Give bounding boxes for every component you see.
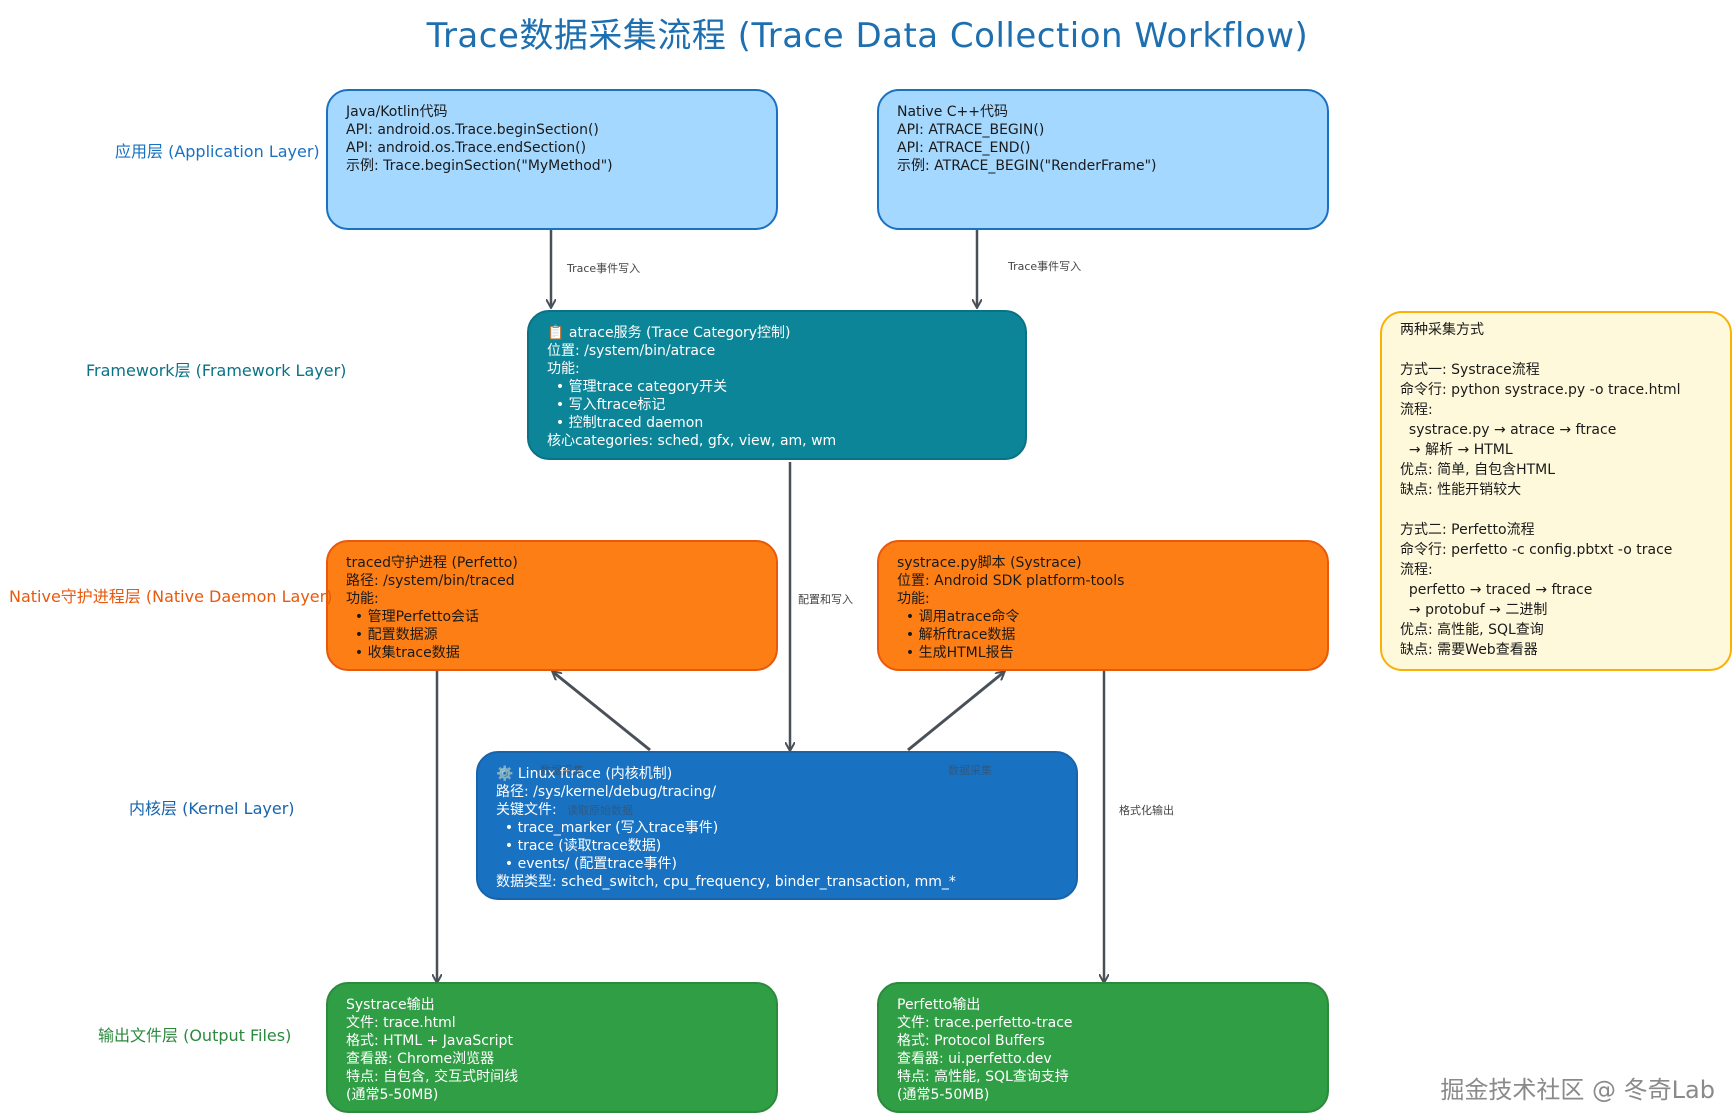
watermark: 掘金技术社区 @ 冬奇Lab [1440,1076,1715,1104]
atrace-service-box: 📋 atrace服务 (Trace Category控制) 位置: /system… [527,310,1027,460]
edge-label-read-raw: 读取原始数据 [567,804,633,817]
box-line: • trace_marker (写入trace事件) [496,820,719,836]
box-line: • events/ (配置trace事件) [496,856,678,872]
systrace-script-box: systrace.py脚本 (Systrace) 位置: Android SDK … [877,540,1329,671]
box-line: 核心categories: sched, gfx, view, am, wm [547,433,837,449]
box-line: 流程: [1400,562,1433,578]
box-line: • 生成HTML报告 [897,645,1014,661]
box-line: 优点: 高性能, SQL查询 [1400,622,1544,638]
box-line: 位置: /system/bin/atrace [547,343,716,359]
box-line: (通常5-50MB) [897,1087,990,1103]
edge-label-data-collect-right: 数据采集 [948,764,992,777]
box-line: 命令行: python systrace.py -o trace.html [1400,382,1681,398]
box-line: → protobuf → 二进制 [1400,602,1548,618]
box-line: API: ATRACE_BEGIN() [897,122,1045,138]
box-line: 📋 atrace服务 (Trace Category控制) [547,325,791,341]
box-line: 文件: trace.html [346,1015,456,1031]
box-line: Native C++代码 [897,104,1009,120]
box-line: 功能: [346,591,379,607]
box-line: Perfetto输出 [897,997,981,1013]
layer-label-kernel: 内核层 (Kernel Layer) [129,799,295,818]
box-line: 方式一: Systrace流程 [1400,362,1540,378]
perfetto-output-box: Perfetto输出文件: trace.perfetto-trace 格式: Pr… [877,982,1329,1113]
box-line: 查看器: ui.perfetto.dev [897,1051,1052,1067]
box-line: 优点: 简单, 自包含HTML [1400,462,1556,478]
native-cpp-box: Native C++代码 API: ATRACE_BEGIN() API: ATRA… [877,89,1329,230]
layer-label-native: Native守护进程层 (Native Daemon Layer) [9,587,333,606]
box-line: 功能: [897,591,930,607]
box-line: 流程: [1400,402,1433,418]
box-line: 格式: HTML + JavaScript [346,1033,513,1049]
box-line: • 调用atrace命令 [897,609,1020,625]
box-line: perfetto → traced → ftrace [1400,582,1593,598]
box-line: 路径: /system/bin/traced [346,573,515,589]
box-line: 功能: [547,361,580,377]
box-line: 示例: ATRACE_BEGIN("RenderFrame") [897,158,1157,174]
box-line: 格式: Protocol Buffers [897,1033,1045,1049]
box-line [1400,500,1712,520]
box-line: API: ATRACE_END() [897,140,1031,156]
box-line: API: android.os.Trace.endSection() [346,140,587,156]
box-line: • 管理Perfetto会话 [346,609,480,625]
edge-label-data-collect-left: 数据采集 [540,764,584,777]
box-line: ⚙️ Linux ftrace (内核机制) [496,766,673,782]
box-line: traced守护进程 (Perfetto) [346,555,518,571]
box-line: • 写入ftrace标记 [547,397,666,413]
linux-ftrace-box: ⚙️ Linux ftrace (内核机制) 路径: /sys/kernel/de… [476,751,1078,900]
collection-methods-note: 两种采集方式 方式一: Systrace流程命令行: python systra… [1380,311,1732,671]
box-line: • 配置数据源 [346,627,438,643]
box-line: Java/Kotlin代码 [346,104,448,120]
box-line: 位置: Android SDK platform-tools [897,573,1125,589]
box-line: 路径: /sys/kernel/debug/tracing/ [496,784,717,800]
box-line: 文件: trace.perfetto-trace [897,1015,1073,1031]
box-line: • 控制traced daemon [547,415,704,431]
box-line: API: android.os.Trace.beginSection() [346,122,599,138]
box-line: systrace.py脚本 (Systrace) [897,555,1082,571]
edge-label-config-write: 配置和写入 [798,593,853,606]
box-line: (通常5-50MB) [346,1087,439,1103]
layer-label-output: 输出文件层 (Output Files) [98,1026,292,1045]
box-line: 命令行: perfetto -c config.pbtxt -o trace [1400,542,1673,558]
traced-daemon-box: traced守护进程 (Perfetto) 路径: /system/bin/tra… [326,540,778,671]
arrow-ftrace-to-systrace [907,672,1004,752]
box-line: • trace (读取trace数据) [496,838,662,854]
layer-label-application: 应用层 (Application Layer) [115,142,320,161]
box-line [1400,340,1712,360]
box-line: 特点: 自包含, 交互式时间线 [346,1069,519,1085]
diagram-title: Trace数据采集流程 (Trace Data Collection Workf… [426,16,1309,56]
edge-label-trace-write-left: Trace事件写入 [567,262,641,275]
box-line: systrace.py → atrace → ftrace [1400,422,1617,438]
box-line: • 收集trace数据 [346,645,460,661]
edge-label-trace-write-right: Trace事件写入 [1008,260,1082,273]
box-line: 缺点: 需要Web查看器 [1400,642,1538,658]
box-line: 方式二: Perfetto流程 [1400,522,1535,538]
box-line: 示例: Trace.beginSection("MyMethod") [346,158,613,174]
box-line: → 解析 → HTML [1400,442,1513,458]
box-line: 两种采集方式 [1400,322,1484,338]
box-line: 关键文件: [496,802,557,818]
arrow-ftrace-to-traced [553,672,651,752]
box-line: • 管理trace category开关 [547,379,728,395]
box-line: 查看器: Chrome浏览器 [346,1051,495,1067]
systrace-output-box: Systrace输出文件: trace.html 格式: HTML + JavaS… [326,982,778,1113]
box-line: 特点: 高性能, SQL查询支持 [897,1069,1069,1085]
box-line: • 解析ftrace数据 [897,627,1016,643]
edge-label-format-output: 格式化输出 [1119,804,1174,817]
box-line: Systrace输出 [346,997,435,1013]
box-line: 缺点: 性能开销较大 [1400,482,1522,498]
box-line: 数据类型: sched_switch, cpu_frequency, binde… [496,874,956,890]
java-kotlin-box: Java/Kotlin代码 API: android.os.Trace.begin… [326,89,778,230]
layer-label-framework: Framework层 (Framework Layer) [86,361,347,380]
